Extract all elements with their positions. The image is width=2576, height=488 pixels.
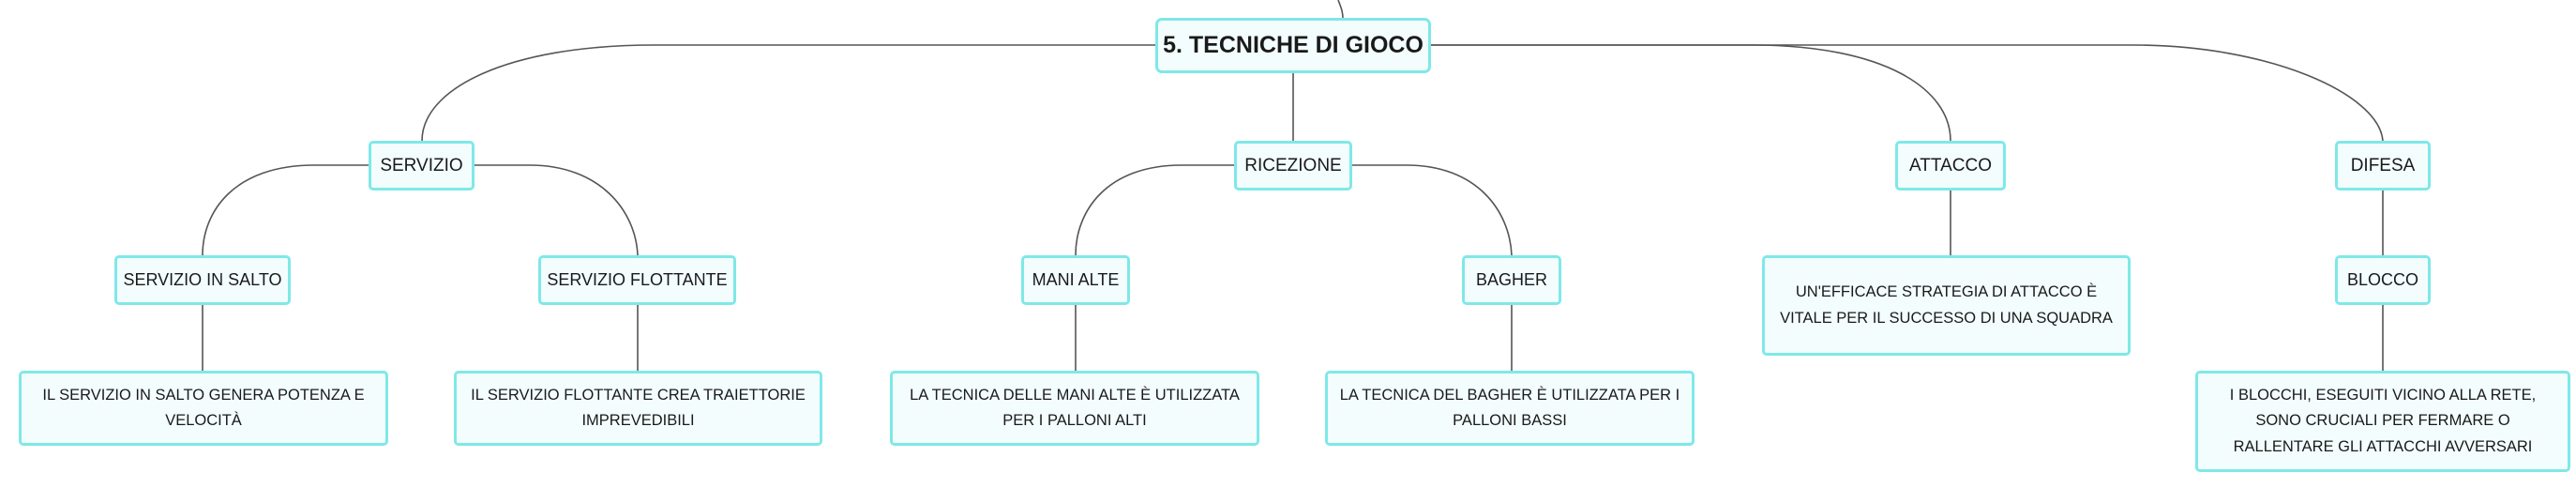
topic-difesa-label: DIFESA (2350, 155, 2416, 175)
connector-servizio-to-salto (202, 164, 369, 256)
connector-root-to-difesa (1431, 44, 2384, 142)
connector-servizio-to-flottante (475, 164, 639, 256)
subtopic-bagher-label: BAGHER (1475, 270, 1548, 289)
connector-root-to-attacco (1431, 44, 1951, 142)
connector-parent-to-root (1337, 0, 1344, 20)
detail-blocco[interactable]: I BLOCCHI, ESEGUITI VICINO ALLA RETE, SO… (2195, 371, 2570, 472)
root-node-label: 5. TECNICHE DI GIOCO (1163, 32, 1424, 58)
detail-servizio-in-salto[interactable]: IL SERVIZIO IN SALTO GENERA POTENZA E VE… (19, 371, 388, 446)
detail-attacco-strategia[interactable]: UN'EFFICACE STRATEGIA DI ATTACCO È VITAL… (1762, 255, 2131, 356)
topic-attacco-label: ATTACCO (1909, 155, 1992, 175)
subtopic-servizio-flottante[interactable]: SERVIZIO FLOTTANTE (538, 255, 736, 305)
subtopic-blocco[interactable]: BLOCCO (2335, 255, 2431, 305)
subtopic-servizio-in-salto[interactable]: SERVIZIO IN SALTO (114, 255, 291, 305)
topic-servizio[interactable]: SERVIZIO (369, 141, 475, 191)
detail-mani-alte-text: LA TECNICA DELLE MANI ALTE È UTILIZZATA … (910, 386, 1240, 429)
topic-ricezione[interactable]: RICEZIONE (1234, 141, 1352, 191)
detail-blocco-text: I BLOCCHI, ESEGUITI VICINO ALLA RETE, SO… (2229, 387, 2537, 455)
detail-mani-alte[interactable]: LA TECNICA DELLE MANI ALTE È UTILIZZATA … (890, 371, 1259, 446)
subtopic-mani-alte[interactable]: MANI ALTE (1021, 255, 1130, 305)
detail-bagher[interactable]: LA TECNICA DEL BAGHER È UTILIZZATA PER I… (1325, 371, 1695, 446)
topic-ricezione-label: RICEZIONE (1244, 155, 1342, 175)
connector-ricezione-to-mani-alte (1075, 164, 1234, 256)
topic-servizio-label: SERVIZIO (380, 155, 463, 175)
root-node[interactable]: 5. TECNICHE DI GIOCO (1155, 18, 1431, 73)
topic-difesa[interactable]: DIFESA (2335, 141, 2431, 191)
detail-servizio-in-salto-text: IL SERVIZIO IN SALTO GENERA POTENZA E VE… (42, 386, 365, 429)
connector-root-to-servizio (421, 44, 1155, 142)
subtopic-servizio-flottante-label: SERVIZIO FLOTTANTE (547, 270, 728, 289)
detail-servizio-flottante-text: IL SERVIZIO FLOTTANTE CREA TRAIETTORIE I… (471, 386, 806, 429)
topic-attacco[interactable]: ATTACCO (1895, 141, 2006, 191)
detail-attacco-strategia-text: UN'EFFICACE STRATEGIA DI ATTACCO È VITAL… (1780, 283, 2113, 327)
connector-ricezione-to-bagher (1352, 164, 1513, 256)
detail-bagher-text: LA TECNICA DEL BAGHER È UTILIZZATA PER I… (1339, 386, 1680, 429)
subtopic-bagher[interactable]: BAGHER (1462, 255, 1561, 305)
subtopic-servizio-in-salto-label: SERVIZIO IN SALTO (123, 270, 282, 289)
subtopic-mani-alte-label: MANI ALTE (1032, 270, 1120, 289)
subtopic-blocco-label: BLOCCO (2346, 270, 2419, 289)
detail-servizio-flottante[interactable]: IL SERVIZIO FLOTTANTE CREA TRAIETTORIE I… (454, 371, 822, 446)
